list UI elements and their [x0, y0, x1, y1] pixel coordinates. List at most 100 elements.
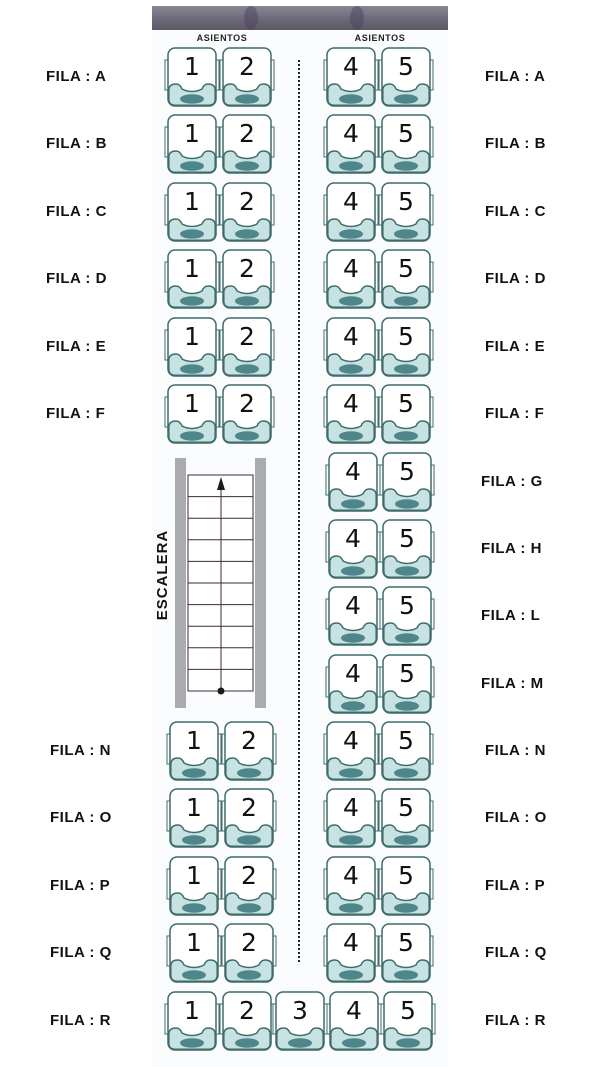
seat-number: 4	[343, 52, 359, 81]
seat-Q-4[interactable]: 4	[323, 922, 379, 984]
seat-icon	[378, 114, 434, 174]
seat-E-2[interactable]: 2	[219, 316, 275, 378]
seat-R-4[interactable]: 4	[326, 990, 382, 1052]
row-label-left: FILA : P	[50, 877, 111, 894]
stair-rail-left	[175, 458, 186, 708]
seat-Q-1[interactable]: 1	[166, 922, 222, 984]
seat-D-4[interactable]: 4	[323, 248, 379, 310]
seat-H-4[interactable]: 4	[325, 518, 381, 580]
seat-icon	[166, 856, 222, 916]
seat-icon	[272, 991, 328, 1051]
seat-number: 4	[343, 389, 359, 418]
row-label-right: FILA : D	[485, 270, 546, 287]
seat-icon	[378, 788, 434, 848]
seat-D-5[interactable]: 5	[378, 248, 434, 310]
seat-icon	[323, 114, 379, 174]
seat-P-4[interactable]: 4	[323, 855, 379, 917]
left-column-header: ASIENTOS	[196, 33, 248, 43]
seat-icon	[219, 249, 275, 309]
row-label-right: FILA : O	[485, 809, 547, 826]
seat-G-5[interactable]: 5	[379, 451, 435, 513]
seat-icon	[166, 788, 222, 848]
seat-number: 5	[399, 524, 415, 553]
seat-A-5[interactable]: 5	[378, 46, 434, 108]
seat-number: 5	[400, 996, 416, 1025]
seat-icon	[221, 788, 277, 848]
seat-B-1[interactable]: 1	[164, 113, 220, 175]
seat-N-4[interactable]: 4	[323, 720, 379, 782]
seat-D-1[interactable]: 1	[164, 248, 220, 310]
seat-C-2[interactable]: 2	[219, 181, 275, 243]
seat-R-5[interactable]: 5	[380, 990, 436, 1052]
seat-R-1[interactable]: 1	[164, 990, 220, 1052]
seat-E-1[interactable]: 1	[164, 316, 220, 378]
seat-icon	[379, 519, 435, 579]
seat-B-4[interactable]: 4	[323, 113, 379, 175]
seat-icon	[164, 249, 220, 309]
seat-O-4[interactable]: 4	[323, 787, 379, 849]
seat-G-4[interactable]: 4	[325, 451, 381, 513]
seat-L-4[interactable]: 4	[325, 585, 381, 647]
seat-M-4[interactable]: 4	[325, 653, 381, 715]
seat-number: 2	[239, 389, 255, 418]
seat-number: 1	[186, 726, 202, 755]
seat-icon	[219, 991, 275, 1051]
row-label-right: FILA : E	[485, 338, 546, 355]
seat-R-2[interactable]: 2	[219, 990, 275, 1052]
seat-Q-2[interactable]: 2	[221, 922, 277, 984]
seat-N-5[interactable]: 5	[378, 720, 434, 782]
seat-P-5[interactable]: 5	[378, 855, 434, 917]
seat-F-4[interactable]: 4	[323, 383, 379, 445]
seat-N-2[interactable]: 2	[221, 720, 277, 782]
seat-A-2[interactable]: 2	[219, 46, 275, 108]
seat-number: 5	[398, 861, 414, 890]
seat-E-5[interactable]: 5	[378, 316, 434, 378]
seat-D-2[interactable]: 2	[219, 248, 275, 310]
seat-F-1[interactable]: 1	[164, 383, 220, 445]
seat-number: 2	[241, 928, 257, 957]
seat-Q-5[interactable]: 5	[378, 922, 434, 984]
seat-icon	[166, 923, 222, 983]
seat-H-5[interactable]: 5	[379, 518, 435, 580]
seat-C-4[interactable]: 4	[323, 181, 379, 243]
stairs-icon	[175, 458, 266, 708]
seat-C-1[interactable]: 1	[164, 181, 220, 243]
seat-B-5[interactable]: 5	[378, 113, 434, 175]
seat-N-1[interactable]: 1	[166, 720, 222, 782]
seat-number: 5	[398, 389, 414, 418]
bus-front-bar	[152, 6, 448, 30]
seat-number: 5	[398, 793, 414, 822]
row-label-right: FILA : B	[485, 135, 546, 152]
seat-number: 2	[241, 861, 257, 890]
seat-R-3[interactable]: 3	[272, 990, 328, 1052]
seat-number: 4	[343, 793, 359, 822]
bar-bump	[244, 6, 258, 30]
seat-number: 5	[398, 187, 414, 216]
seat-E-4[interactable]: 4	[323, 316, 379, 378]
seat-A-1[interactable]: 1	[164, 46, 220, 108]
seat-F-2[interactable]: 2	[219, 383, 275, 445]
seat-F-5[interactable]: 5	[378, 383, 434, 445]
seat-O-2[interactable]: 2	[221, 787, 277, 849]
seat-number: 4	[345, 591, 361, 620]
seat-L-5[interactable]: 5	[379, 585, 435, 647]
seat-C-5[interactable]: 5	[378, 181, 434, 243]
seat-number: 1	[184, 254, 200, 283]
seat-P-1[interactable]: 1	[166, 855, 222, 917]
seat-O-1[interactable]: 1	[166, 787, 222, 849]
seat-P-2[interactable]: 2	[221, 855, 277, 917]
seat-B-2[interactable]: 2	[219, 113, 275, 175]
seat-icon	[378, 721, 434, 781]
seat-O-5[interactable]: 5	[378, 787, 434, 849]
seat-icon	[379, 654, 435, 714]
seat-icon	[325, 452, 381, 512]
seat-A-4[interactable]: 4	[323, 46, 379, 108]
right-column-header: ASIENTOS	[354, 33, 406, 43]
seat-icon	[323, 788, 379, 848]
seat-number: 4	[343, 726, 359, 755]
seat-number: 2	[239, 119, 255, 148]
row-label-right: FILA : R	[485, 1012, 546, 1029]
seat-M-5[interactable]: 5	[379, 653, 435, 715]
row-label-left: FILA : R	[50, 1012, 111, 1029]
seat-icon	[323, 182, 379, 242]
